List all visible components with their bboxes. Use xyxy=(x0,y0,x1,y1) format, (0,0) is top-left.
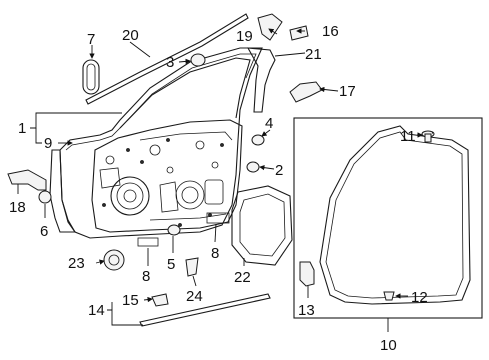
roof-strip xyxy=(85,13,249,105)
clip-19 xyxy=(257,13,283,41)
pad-part xyxy=(82,59,100,95)
callout-6: 6 xyxy=(40,223,48,240)
callout-13: 13 xyxy=(298,302,315,319)
callout-9: 9 xyxy=(44,135,52,152)
handle-18 xyxy=(7,169,47,191)
callout-1: 1 xyxy=(18,120,26,137)
grommet-3 xyxy=(190,53,206,67)
outer-door-panel xyxy=(49,149,77,233)
service-cover-22 xyxy=(231,185,293,266)
callout-16: 16 xyxy=(322,23,339,40)
callout-5: 5 xyxy=(167,256,175,273)
callout-18: 18 xyxy=(9,199,26,216)
callout-12: 12 xyxy=(411,289,428,306)
clip-24 xyxy=(185,257,199,277)
callout-23: 23 xyxy=(68,255,85,272)
callout-8a: 8 xyxy=(142,268,150,285)
callout-21: 21 xyxy=(305,46,322,63)
weatherstrip-box xyxy=(293,117,483,319)
grommet-6 xyxy=(38,190,52,204)
callout-4: 4 xyxy=(265,115,273,132)
bracket-17 xyxy=(289,81,323,103)
leader-lines xyxy=(17,28,433,332)
pillar-strip xyxy=(247,47,276,113)
door-panel xyxy=(59,47,263,239)
callout-labels: 7 20 3 19 16 21 17 4 2 1 9 18 6 8 5 8 22… xyxy=(9,23,428,354)
clip-15 xyxy=(151,293,169,307)
grommet-5 xyxy=(167,224,181,236)
callout-11: 11 xyxy=(400,128,416,145)
plug-4 xyxy=(251,134,265,146)
callout-8b: 8 xyxy=(211,245,219,262)
callout-3: 3 xyxy=(166,54,174,71)
pad-8a xyxy=(137,237,159,247)
callout-24: 24 xyxy=(186,288,203,305)
callout-19: 19 xyxy=(236,28,253,45)
plug-2 xyxy=(246,161,260,173)
clip-16 xyxy=(289,25,309,41)
callout-7: 7 xyxy=(87,31,95,48)
callout-2: 2 xyxy=(275,162,283,179)
pad-8b xyxy=(206,212,230,224)
callout-22: 22 xyxy=(234,269,251,286)
callout-10: 10 xyxy=(380,337,397,354)
speaker-23 xyxy=(103,249,125,271)
callout-17: 17 xyxy=(339,83,356,100)
callout-20: 20 xyxy=(122,27,139,44)
callout-14: 14 xyxy=(88,302,105,319)
callout-15: 15 xyxy=(122,292,139,309)
